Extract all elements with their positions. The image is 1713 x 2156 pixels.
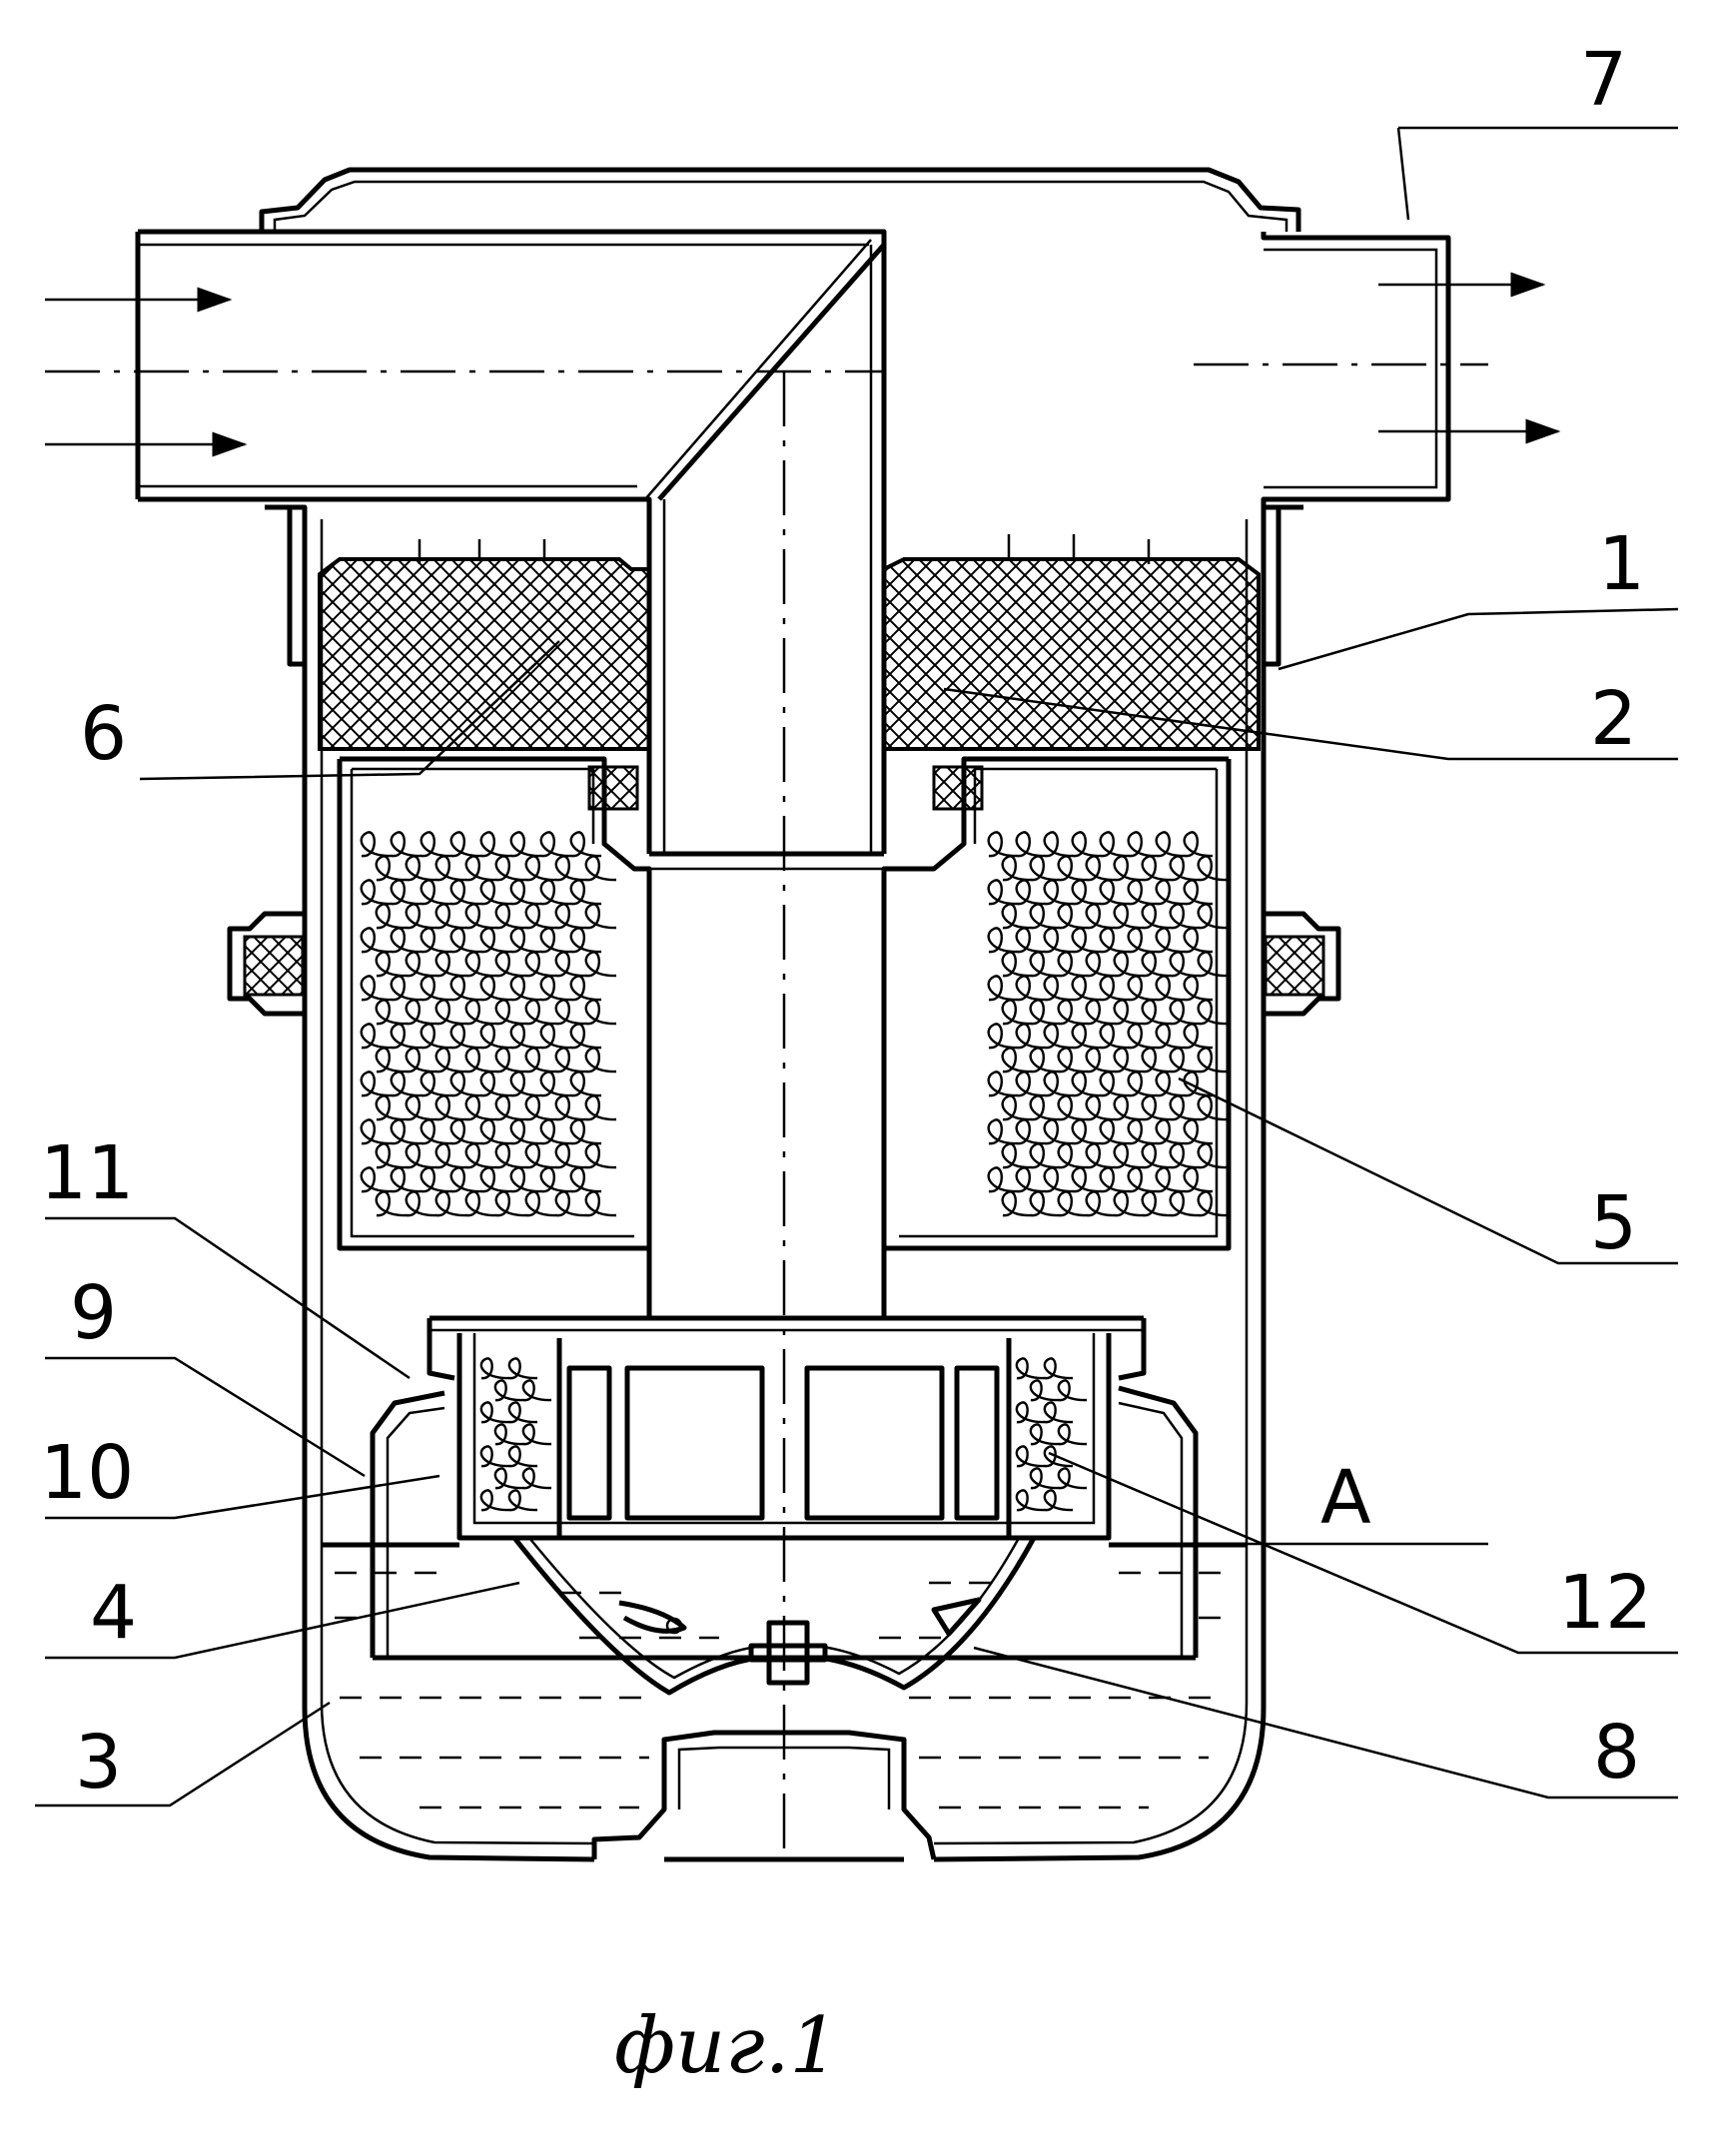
figure-caption: фиг.1 — [614, 2001, 839, 2091]
label-5: 5 — [1590, 1180, 1637, 1266]
label-6: 6 — [80, 691, 127, 777]
wool-fill-right — [989, 832, 1227, 1215]
label-A: A — [1320, 1455, 1371, 1541]
bowl-valve — [514, 1538, 1034, 1693]
label-12: 12 — [1558, 1560, 1652, 1646]
liquid-level — [322, 1545, 1247, 1807]
outlet-pipe — [1264, 232, 1448, 509]
label-9: 9 — [70, 1270, 117, 1356]
wool-fill-left — [362, 832, 616, 1215]
label-7: 7 — [1580, 37, 1627, 123]
mesh-filter — [320, 559, 1259, 749]
label-11: 11 — [40, 1130, 134, 1216]
label-10: 10 — [40, 1430, 134, 1516]
label-4: 4 — [90, 1570, 137, 1656]
label-3: 3 — [75, 1720, 122, 1805]
label-2: 2 — [1590, 676, 1637, 762]
label-8: 8 — [1593, 1710, 1640, 1796]
flow-arrows — [45, 285, 1558, 564]
label-1: 1 — [1598, 521, 1645, 607]
reference-labels: 7 1 6 2 5 11 9 10 A 12 4 8 3 фиг.1 — [40, 37, 1652, 2091]
